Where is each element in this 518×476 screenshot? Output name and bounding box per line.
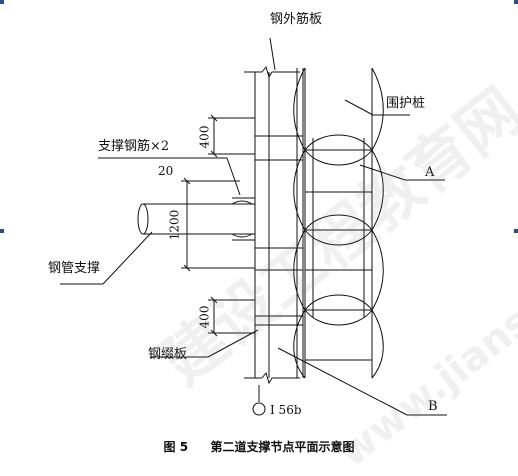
- corner-mark-mid-right: [514, 229, 518, 233]
- label-steel-stiffener-plate: 钢缀板: [148, 347, 188, 362]
- label-support-rebar: 支撑钢筋×2: [98, 139, 170, 154]
- support-node-drawing: [60, 37, 447, 416]
- figure-number: 图 5: [163, 440, 189, 454]
- corner-mark-top-left: [0, 0, 4, 4]
- steel-batten-lines: [255, 135, 303, 326]
- figure-title: 第二道支撑节点平面示意图: [210, 440, 355, 454]
- label-a: A: [425, 165, 435, 180]
- figure-caption: 图 5 第二道支撑节点平面示意图: [0, 438, 518, 455]
- dimension-middle: 1200: [167, 209, 182, 241]
- label-beam-section: I 56b: [270, 403, 302, 417]
- label-steel-pipe-support: 钢管支撑: [48, 261, 101, 276]
- corner-mark-top-right: [514, 0, 518, 4]
- enclosure-pile-row: [293, 67, 384, 379]
- steel-pipe-support-shape: [137, 197, 255, 241]
- label-steel-outer-plate: 钢外筋板: [270, 12, 323, 27]
- dimension-top: 400: [197, 125, 212, 149]
- leader-lines: [60, 37, 447, 416]
- corner-mark-mid-left: [0, 229, 4, 233]
- label-dim-20: 20: [158, 164, 174, 178]
- dimension-chain: [181, 114, 255, 337]
- label-enclosure-pile: 围护桩: [386, 96, 426, 111]
- label-b: B: [428, 399, 438, 414]
